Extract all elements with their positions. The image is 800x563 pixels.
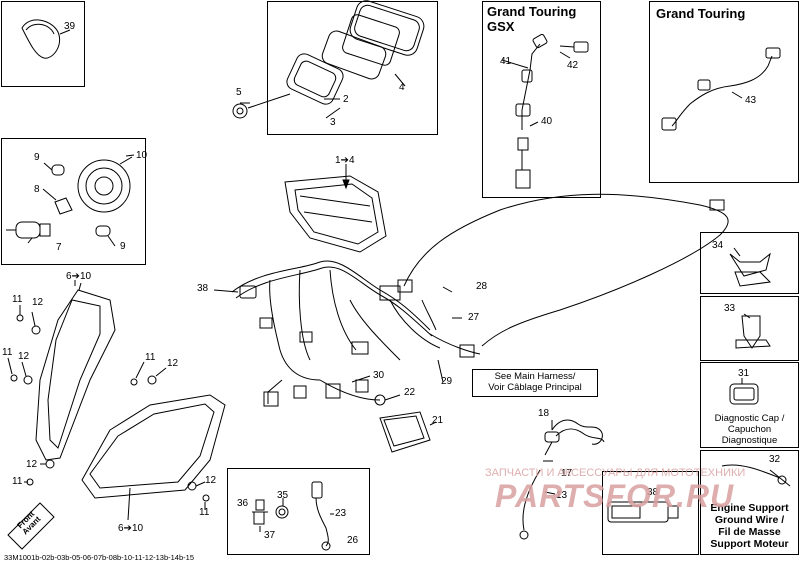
callout-7: 7 bbox=[56, 242, 62, 253]
gsx-title-line1: Grand Touring bbox=[487, 4, 577, 19]
callout-11-c: 11 bbox=[145, 352, 156, 363]
callout-31: 31 bbox=[738, 368, 750, 379]
inset-box-31 bbox=[700, 362, 799, 448]
module-21 bbox=[379, 411, 431, 453]
callout-8: 8 bbox=[34, 184, 40, 195]
callout-6-to-10-a: 6➔10 bbox=[66, 271, 92, 282]
ground-wire-caption: Engine Support Ground Wire / Fil de Mass… bbox=[702, 502, 797, 550]
callout-22: 22 bbox=[404, 387, 416, 398]
callout-3: 3 bbox=[330, 117, 336, 128]
front-avant-badge bbox=[7, 502, 55, 550]
watermark-logo: PARTSFOR.RU bbox=[495, 478, 735, 514]
inset-box-33 bbox=[700, 296, 799, 361]
callout-13: 13 bbox=[556, 490, 568, 501]
main-harness-note-line1: See Main Harness/ bbox=[494, 371, 576, 382]
callout-36: 36 bbox=[237, 498, 249, 509]
ground-wire-line3: Fil de Masse bbox=[718, 526, 781, 539]
callout-11-a: 11 bbox=[12, 294, 23, 305]
inset-box-gt bbox=[649, 1, 799, 183]
diagram-code: 33M1001b-02b-03b-05-06-07b-08b-10-11-12-… bbox=[4, 553, 194, 562]
callout-6-to-10-b: 6➔10 bbox=[118, 523, 144, 534]
inset-box-sensor bbox=[227, 468, 370, 555]
callout-39: 39 bbox=[64, 21, 76, 32]
headlamp-left bbox=[35, 289, 116, 461]
callout-40: 40 bbox=[541, 116, 553, 127]
callout-30: 30 bbox=[373, 370, 385, 381]
callout-26: 26 bbox=[347, 535, 359, 546]
ground-wire-line2: Ground Wire / bbox=[714, 514, 785, 527]
callout-4: 4 bbox=[399, 82, 405, 93]
callout-11-d: 11 bbox=[12, 476, 23, 487]
gsx-title-line2: GSX bbox=[487, 19, 515, 34]
diagnostic-cap-line3: Diagnostique bbox=[721, 434, 778, 446]
main-harness-note: See Main Harness/ Voir Câblage Principal bbox=[472, 369, 598, 397]
ground-wire-line4: Support Moteur bbox=[710, 538, 789, 551]
inset-box-gsx bbox=[482, 1, 601, 198]
headlamp-bulb-housing-10 bbox=[77, 159, 131, 213]
gauge-housing-2 bbox=[321, 30, 387, 80]
callout-38: 38 bbox=[197, 283, 209, 294]
diagnostic-cap-line1: Diagnostic Cap / bbox=[714, 413, 785, 424]
inset-box-38 bbox=[602, 471, 699, 555]
callout-33: 33 bbox=[724, 303, 736, 314]
gauge-lens-3 bbox=[286, 53, 344, 105]
strap-39 bbox=[21, 19, 60, 59]
callout-11-e: 11 bbox=[199, 507, 210, 518]
callout-38-inset: 38 bbox=[647, 487, 659, 498]
callout-21: 21 bbox=[432, 415, 444, 426]
instrument-cluster bbox=[284, 175, 387, 253]
callout-5: 5 bbox=[236, 87, 242, 98]
callout-35: 35 bbox=[277, 490, 289, 501]
headlamp-right bbox=[81, 394, 226, 499]
callout-34: 34 bbox=[712, 240, 724, 251]
callout-9-b: 9 bbox=[120, 241, 126, 252]
callout-12-e: 12 bbox=[205, 475, 217, 486]
callout-23: 23 bbox=[335, 508, 347, 519]
inset-box-headlamp bbox=[1, 138, 146, 265]
callout-9-a: 9 bbox=[34, 152, 40, 163]
bulb-7 bbox=[15, 221, 41, 239]
callout-18: 18 bbox=[538, 408, 550, 419]
callout-29: 29 bbox=[441, 376, 453, 387]
callout-41: 41 bbox=[500, 56, 512, 67]
callout-2: 2 bbox=[343, 94, 349, 105]
callout-12-d: 12 bbox=[26, 459, 38, 470]
inset-box-34 bbox=[700, 232, 799, 294]
inset-box-39 bbox=[1, 1, 85, 87]
screw-5 bbox=[232, 103, 248, 119]
callout-17: 17 bbox=[561, 468, 573, 479]
callout-12-a: 12 bbox=[32, 297, 44, 308]
inset-box-ground bbox=[700, 450, 799, 555]
coil-cord-18 bbox=[551, 419, 603, 445]
diagnostic-cap-line2: Capuchon bbox=[727, 423, 772, 435]
callout-11-b: 11 bbox=[2, 347, 13, 358]
callout-12-c: 12 bbox=[167, 358, 179, 369]
gauge-gasket-4 bbox=[349, 0, 425, 56]
inset-box-gauge bbox=[267, 1, 438, 135]
callout-37: 37 bbox=[264, 530, 276, 541]
ground-wire-line1: Engine Support bbox=[710, 502, 789, 514]
bulb-9-b bbox=[95, 225, 111, 237]
callout-12-b: 12 bbox=[18, 351, 30, 362]
callout-28: 28 bbox=[476, 281, 488, 292]
diagnostic-cap-caption: Diagnostic Cap / Capuchon Diagnostique bbox=[702, 413, 797, 447]
callout-43: 43 bbox=[745, 95, 757, 106]
main-harness-note-line2: Voir Câblage Principal bbox=[488, 381, 582, 393]
callout-32: 32 bbox=[769, 454, 781, 465]
callout-1-to-4: 1➔4 bbox=[335, 155, 355, 166]
callout-42: 42 bbox=[567, 60, 579, 71]
callout-10: 10 bbox=[136, 150, 148, 161]
watermark-tagline: ЗАПЧАСТИ И АКСЕССУАРЫ ДЛЯ МОТОТЕХНИКИ bbox=[485, 467, 746, 479]
gt-title: Grand Touring bbox=[656, 6, 746, 21]
bulb-9-a bbox=[51, 164, 65, 176]
clip-8 bbox=[54, 197, 73, 215]
callout-27: 27 bbox=[468, 312, 480, 323]
